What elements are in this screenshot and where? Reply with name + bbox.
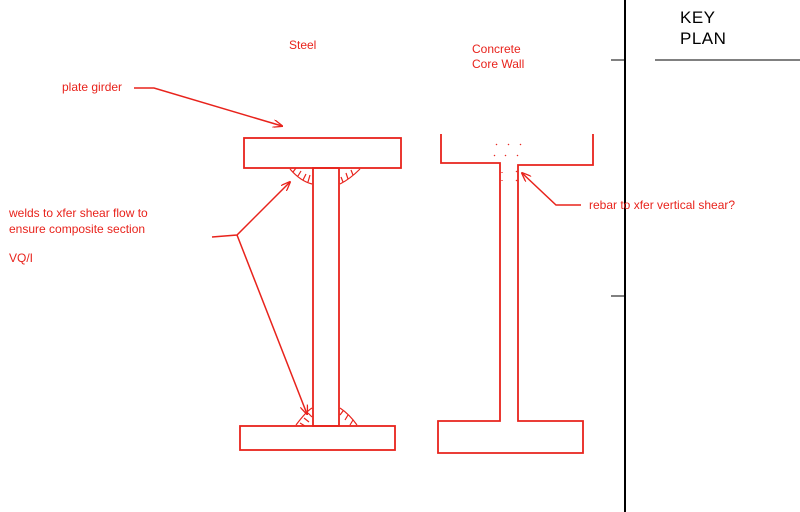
key-plan-border: [611, 0, 800, 512]
steel-plate-girder: [239, 137, 402, 451]
weld-top-left: [289, 167, 313, 185]
steel-top-flange: [243, 137, 402, 169]
rebar-label: rebar to xfer vertical shear?: [589, 198, 736, 212]
concrete-core-wall: [437, 134, 594, 454]
weld-bottom-left: [295, 407, 313, 427]
weld-bottom-right: [339, 407, 358, 426]
rebar-arrow: [522, 173, 581, 206]
steel-bottom-flange: [239, 425, 396, 451]
welds-arrow-upper: [211, 182, 290, 238]
welds-label-line2: ensure composite section: [9, 222, 146, 236]
leader-arrows: [134, 87, 581, 414]
concrete-label-line1: Concrete: [472, 42, 521, 56]
plate-girder-label: plate girder: [62, 80, 123, 94]
steel-label: Steel: [289, 38, 317, 52]
steel-web: [312, 167, 340, 427]
plate-girder-arrow: [134, 87, 282, 126]
key-label: KEY: [680, 8, 716, 27]
rebar-dots: [493, 143, 522, 182]
welds-arrow-lower: [236, 234, 307, 414]
concrete-label-line2: Core Wall: [472, 57, 525, 71]
concrete-section-outline: [437, 134, 594, 454]
weld-symbols: [289, 167, 361, 427]
weld-top-right: [339, 168, 361, 185]
plan-label: PLAN: [680, 29, 727, 48]
vq-i-label: VQ/I: [9, 251, 34, 265]
welds-label-line1: welds to xfer shear flow to: [9, 206, 148, 220]
